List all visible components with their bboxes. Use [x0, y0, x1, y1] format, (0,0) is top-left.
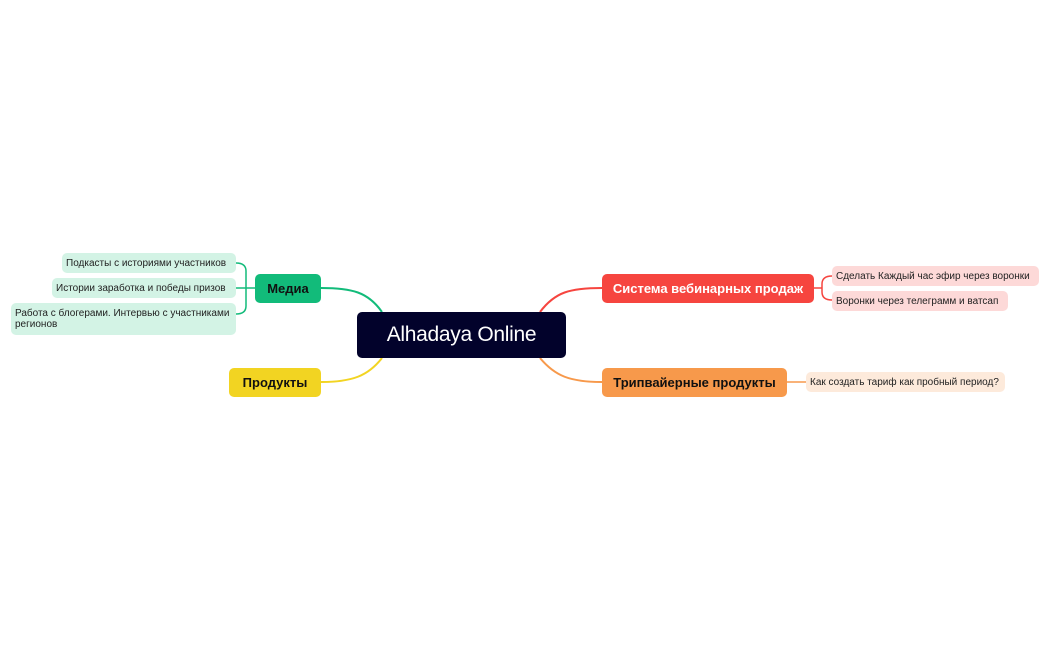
branch-webinar-sales[interactable]: Система вебинарных продаж [602, 274, 814, 303]
subnode-label: Истории заработка и победы призов [56, 282, 226, 294]
subnode-bloggers-interviews[interactable]: Работа с блогерами. Интервью с участника… [11, 303, 236, 335]
branch-label: Продукты [242, 375, 308, 390]
subnode-podcasts[interactable]: Подкасты с историями участников [62, 253, 236, 273]
branch-label: Медиа [267, 281, 309, 296]
root-node[interactable]: Alhadaya Online [357, 312, 566, 358]
subnode-hourly-broadcast[interactable]: Сделать Каждый час эфир через воронки [832, 266, 1039, 286]
subnode-earnings-stories[interactable]: Истории заработка и победы призов [52, 278, 236, 298]
subnode-trial-tariff[interactable]: Как создать тариф как пробный период? [806, 372, 1005, 392]
subnode-label: Как создать тариф как пробный период? [810, 376, 999, 388]
branch-media[interactable]: Медиа [255, 274, 321, 303]
subnode-label: Подкасты с историями участников [66, 257, 227, 269]
subnode-label: Работа с блогерами. Интервью с участника… [15, 308, 230, 330]
subnode-label: Воронки через телеграмм и ватсап [836, 295, 999, 307]
root-label: Alhadaya Online [386, 323, 537, 346]
branch-tripwire-products[interactable]: Трипвайерные продукты [602, 368, 787, 397]
branch-label: Трипвайерные продукты [613, 375, 776, 390]
subnode-label: Сделать Каждый час эфир через воронки [836, 270, 1030, 282]
branch-products[interactable]: Продукты [229, 368, 321, 397]
branch-label: Система вебинарных продаж [612, 281, 804, 296]
subnode-telegram-whatsapp-funnels[interactable]: Воронки через телеграмм и ватсап [832, 291, 1008, 311]
